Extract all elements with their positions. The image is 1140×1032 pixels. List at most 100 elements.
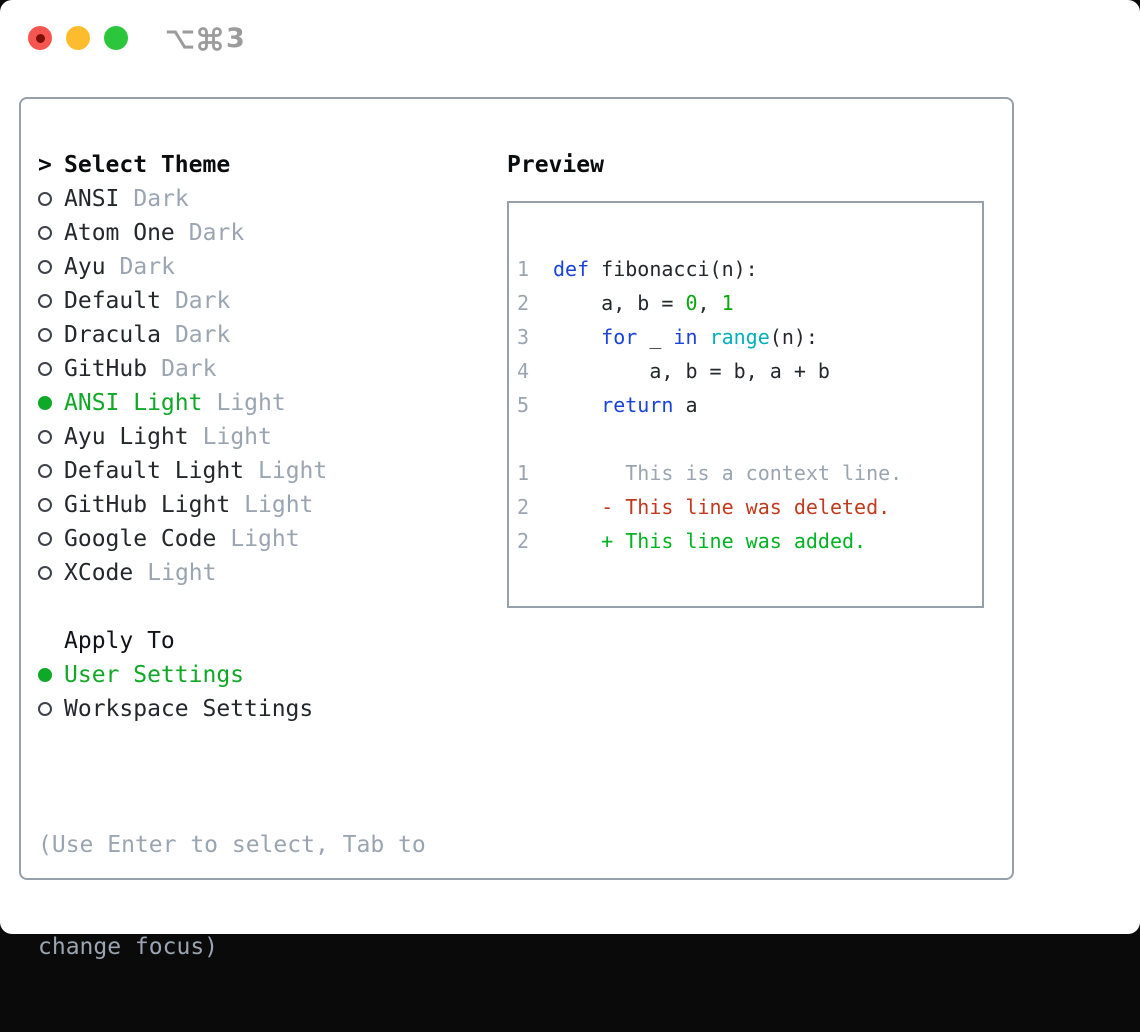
radio-circle	[38, 430, 52, 444]
line-number: 5	[517, 388, 553, 422]
radio-icon	[38, 192, 64, 206]
code-token: a, b =	[553, 291, 685, 315]
code-token: return	[601, 393, 673, 417]
radio-circle	[38, 192, 52, 206]
code-content: for _ in range(n):	[553, 320, 818, 354]
radio-icon	[38, 498, 64, 512]
code-line: 3 for _ in range(n):	[517, 320, 976, 354]
option-variant-label: Dark	[175, 216, 244, 250]
apply-to-header: Apply To	[38, 624, 488, 658]
titlebar: 3	[0, 0, 1140, 76]
option-key-icon	[166, 25, 194, 53]
radio-circle	[38, 498, 52, 512]
apply-to-option[interactable]: Workspace Settings	[38, 692, 488, 726]
zoom-button[interactable]	[104, 26, 128, 50]
code-token: ,	[698, 291, 722, 315]
option-label: XCode	[64, 556, 133, 590]
code-token	[553, 393, 601, 417]
code-token: + This line was added.	[553, 529, 866, 553]
close-button[interactable]	[28, 26, 52, 50]
help-line-1: (Use Enter to select, Tab to	[38, 828, 488, 862]
option-label: Google Code	[64, 522, 216, 556]
code-content: a, b = 0, 1	[553, 286, 734, 320]
option-label: Workspace Settings	[64, 692, 313, 726]
radio-circle	[38, 226, 52, 240]
radio-circle	[38, 260, 52, 274]
option-variant-label: Light	[244, 454, 327, 488]
radio-circle	[38, 294, 52, 308]
option-variant-label: Light	[189, 420, 272, 454]
code-token: This is a context line.	[553, 461, 902, 485]
option-label: Atom One	[64, 216, 175, 250]
code-token: for	[601, 325, 637, 349]
command-key-icon	[196, 25, 224, 53]
apply-to-option[interactable]: User Settings	[38, 658, 488, 692]
option-variant-label: Dark	[147, 352, 216, 386]
line-number: 3	[517, 320, 553, 354]
option-label: Ayu Light	[64, 420, 189, 454]
option-label: Ayu	[64, 250, 106, 284]
code-token	[698, 325, 710, 349]
line-number: 2	[517, 286, 553, 320]
radio-icon	[38, 328, 64, 342]
code-content: return a	[553, 388, 698, 422]
help-line-2: change focus)	[38, 930, 488, 964]
radio-circle	[38, 532, 52, 546]
line-number: 2	[517, 524, 553, 558]
minimize-button[interactable]	[66, 26, 90, 50]
radio-circle	[38, 328, 52, 342]
code-content: def fibonacci(n):	[553, 252, 758, 286]
code-line: 4 a, b = b, a + b	[517, 354, 976, 388]
code-token: in	[673, 325, 697, 349]
code-token: a, b = b, a + b	[553, 359, 830, 383]
prompt-icon: >	[38, 148, 64, 182]
code-token: 0	[685, 291, 697, 315]
option-label: User Settings	[64, 658, 244, 692]
code-token: (n):	[770, 325, 818, 349]
select-theme-title: Select Theme	[64, 148, 230, 182]
radio-circle	[38, 566, 52, 580]
select-theme-header: > Select Theme	[38, 148, 488, 182]
option-label: GitHub	[64, 352, 147, 386]
code-token: - This line was deleted.	[553, 495, 890, 519]
code-token	[553, 325, 601, 349]
spacer	[38, 590, 488, 624]
radio-icon	[38, 566, 64, 580]
code-line	[517, 422, 976, 456]
radio-icon	[38, 464, 64, 478]
radio-circle	[38, 668, 52, 682]
code-content: - This line was deleted.	[553, 490, 890, 524]
code-token: fibonacci(n):	[589, 257, 758, 281]
code-token: _	[637, 325, 673, 349]
radio-circle	[38, 464, 52, 478]
code-line: 1 This is a context line.	[517, 456, 976, 490]
traffic-lights	[28, 26, 128, 50]
help-text: (Use Enter to select, Tab to change focu…	[38, 760, 488, 1032]
code-line: 2 + This line was added.	[517, 524, 976, 558]
option-variant-label: Dark	[161, 318, 230, 352]
line-number: 1	[517, 456, 553, 490]
line-number: 1	[517, 252, 553, 286]
line-number	[517, 422, 553, 456]
radio-selected-icon	[38, 396, 64, 410]
option-label: Default	[64, 284, 161, 318]
radio-selected-icon	[38, 668, 64, 682]
